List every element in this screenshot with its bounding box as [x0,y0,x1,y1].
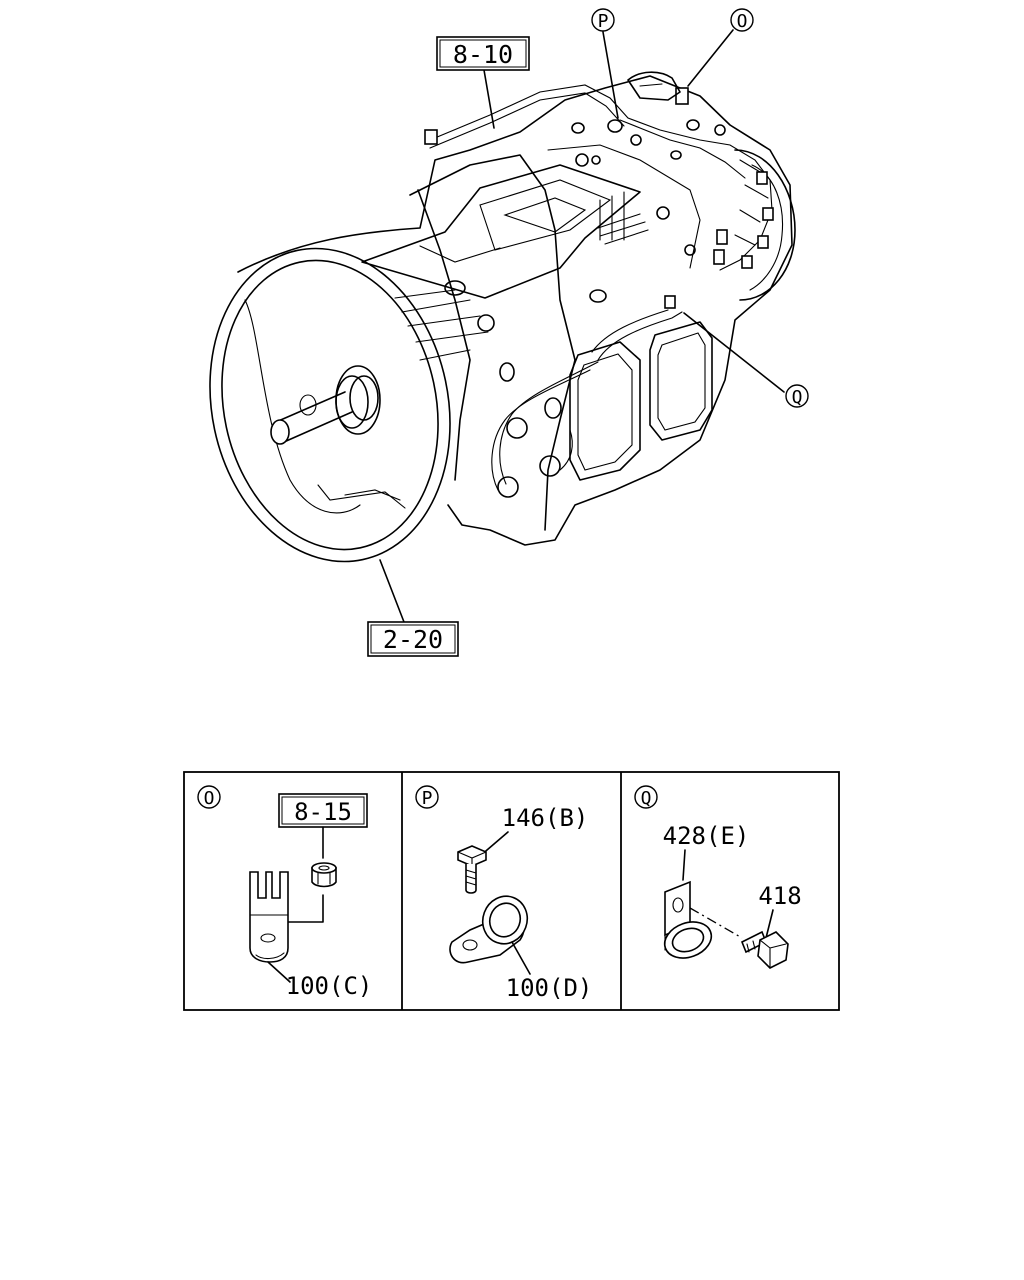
bracket-clamp-part-428e [663,880,713,959]
detail-panel-o: O 8-15 100(C) [197,785,373,1000]
callout-q[interactable]: Q [785,384,809,408]
detail-panel-p: P 146(B) 100(D) [415,785,593,1002]
panel-q-part-top-label: 428(E) [663,822,750,850]
bolt-part-146b [457,845,487,894]
detail-panel-q: Q 428(E) 418 [634,785,802,969]
callout-p-label: P [598,11,609,32]
transmission-assembly-drawing [209,71,796,563]
panel-q-letter: Q [641,788,652,809]
ref-label-bottom: 2-20 [383,625,443,654]
panel-p-part-bottom-label: 100(D) [506,974,593,1002]
panel-o-letter: O [204,788,215,809]
nut-part [311,862,337,888]
panel-o-ref-box[interactable]: 8-15 [278,793,368,828]
panel-o-part-label: 100(C) [286,972,373,1000]
bolt-part-418 [740,930,789,969]
panel-o-ref-label: 8-15 [294,798,352,826]
callout-o-label: O [737,11,748,32]
clip-part-100c [249,871,289,963]
ref-box-bottom[interactable]: 2-20 [367,621,459,657]
panel-q-letter-badge: Q [634,785,658,809]
callout-q-label: Q [792,387,803,408]
panel-o-letter-badge: O [197,785,221,809]
clamp-part-100d [449,895,529,964]
panel-p-part-top-label: 146(B) [502,804,589,832]
detail-panel-frame [183,771,840,1011]
callout-o[interactable]: O [730,8,754,32]
panel-q-part-right-label: 418 [758,882,801,910]
leader-lines [379,29,785,623]
panel-p-letter-badge: P [415,785,439,809]
ref-label-top: 8-10 [453,40,513,69]
panel-p-letter: P [422,788,433,809]
ref-box-top[interactable]: 8-10 [436,36,530,71]
callout-p[interactable]: P [591,8,615,32]
